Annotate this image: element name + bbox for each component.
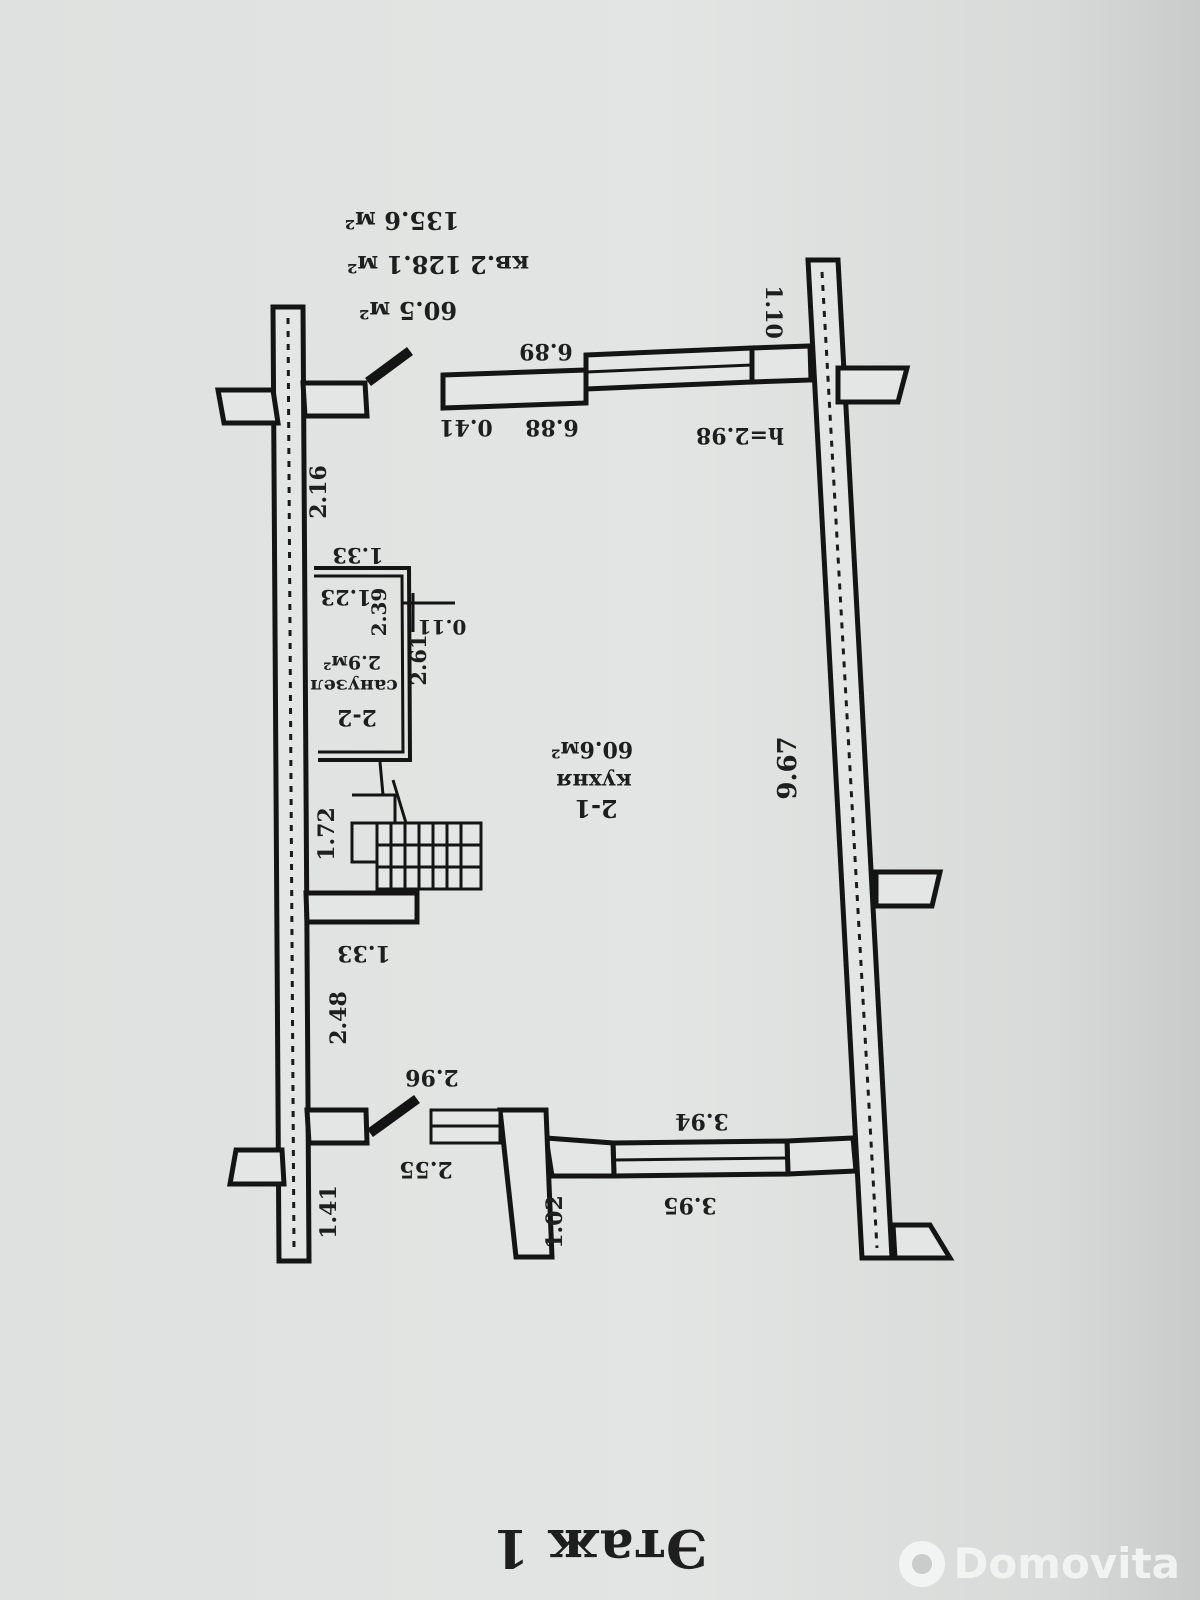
dim-porch-left: 2.55 [399,1156,453,1182]
room-area-kitchen: 60.6м² [551,736,633,762]
dim-top-wall: 6.89 [519,338,573,364]
dim-stair-length: 1.72 [314,807,340,861]
dim-left-upper: 2.16 [306,465,332,519]
ceiling-height: h=2.98 [696,422,784,448]
bottom-wall-right [784,1135,859,1177]
left-wall [270,304,312,1264]
floor-title: Этаж 1 [493,1517,707,1578]
walls [215,257,955,1264]
bottom-left-stub [304,1107,370,1146]
doors [365,346,420,1138]
dim-porch-depth: 1.02 [542,1195,568,1249]
dim-bath-height: 2.39 [367,588,391,637]
dim-door-bottom: 2.96 [405,1064,459,1090]
top-wall-right [749,343,814,385]
labels: Этаж 1 135.6 м² кв.2 128.1 м² 60.5 м² h=… [306,206,803,1578]
dim-right-wall: 9.67 [773,736,803,799]
bottom-wall-left [543,1135,617,1179]
top-left-wing [215,387,281,426]
watermark-brand: Domovita [953,1539,1180,1588]
dim-bath-outer: 2.61 [406,634,431,685]
right-mid-wing [873,869,944,909]
dim-top-right-corner: 1.10 [760,285,786,339]
dim-stair-width: 1.33 [337,940,391,966]
bathroom-wall [314,566,413,762]
top-right-wing [835,365,911,405]
dim-bath-inner: 1.23 [320,585,371,610]
watermark-logo: Domovita [899,1539,1180,1588]
dim-top-wall-inner: 6.88 [525,414,579,440]
flat-area: кв.2 128.1 м² [347,250,529,279]
dim-top-wall-stub: 0.41 [439,414,493,440]
bathroom-wall-inner [314,574,405,754]
room-name-kitchen: кухня [556,768,631,794]
dim-bottom-left-corner: 1.41 [316,1185,342,1239]
room-area-bathroom: 2.9м² [323,651,381,673]
left-top-stub [300,380,370,419]
porch-column [497,1107,555,1260]
dim-bath-top: 1.33 [332,543,383,568]
area-total: 135.6 м² [345,206,460,235]
door-top [365,346,413,387]
door-bottom [367,1094,420,1138]
area-living: 60.5 м² [359,296,457,325]
brand-logo-icon [899,1540,946,1587]
room-id-bathroom: 2-2 [337,704,377,730]
right-wall-foot [890,1222,955,1261]
dim-bottom-wall-outer: 3.95 [663,1192,717,1218]
room-id-kitchen: 2-1 [574,794,617,823]
dim-bottom-wall: 3.94 [675,1108,729,1134]
dim-left-lower: 2.48 [326,991,352,1045]
dim-bath-partition: 0.11 [418,615,467,639]
right-wall [805,257,895,1261]
top-wall-left [440,367,589,411]
staircase [350,761,483,891]
room-name-bathroom: санузел [310,675,398,697]
stair-partition [303,890,420,925]
bottom-left-wing [227,1147,287,1187]
